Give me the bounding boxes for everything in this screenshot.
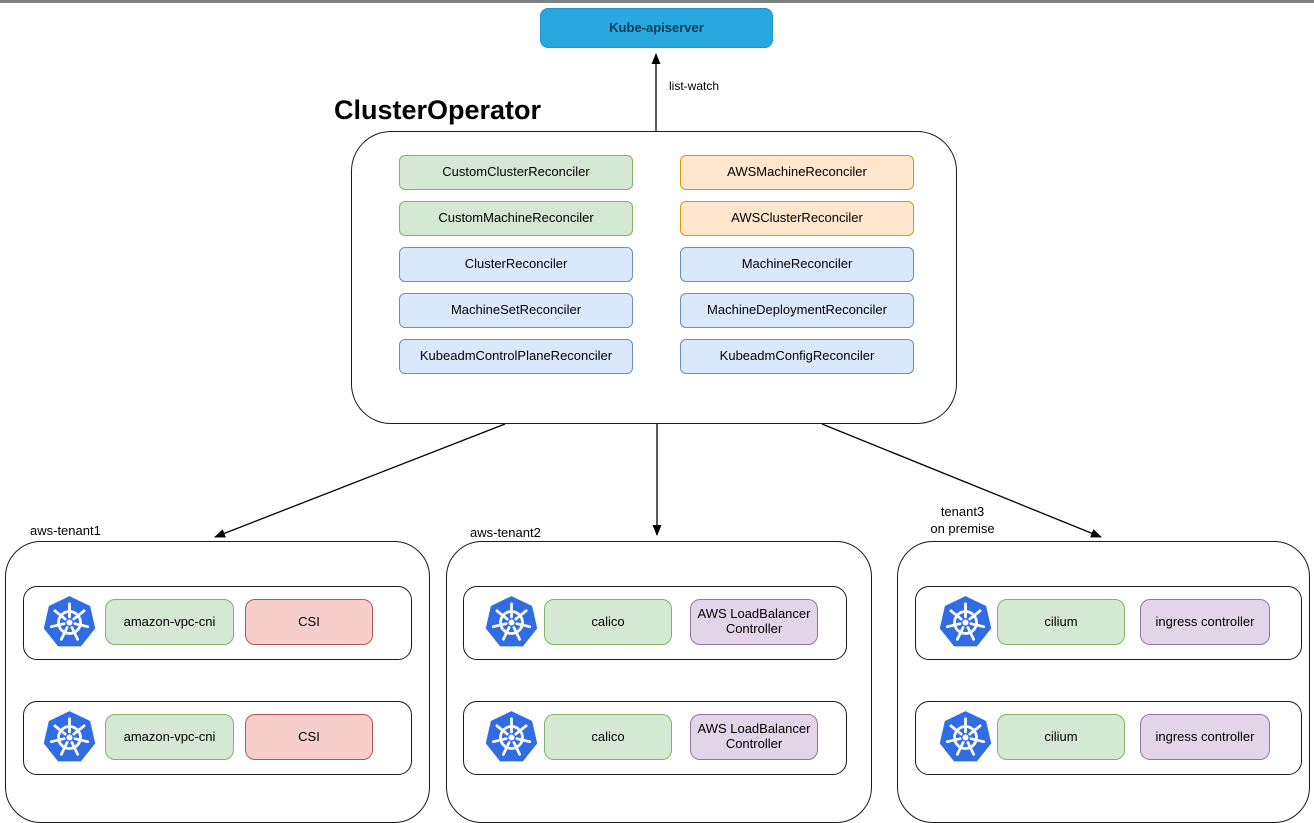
reconciler-cluster: ClusterReconciler: [399, 247, 633, 282]
reconciler-custom-machine: CustomMachineReconciler: [399, 201, 633, 236]
list-watch-label: list-watch: [669, 79, 720, 93]
cni-pill: amazon-vpc-cni: [105, 714, 234, 760]
addon-pill: CSI: [245, 714, 373, 760]
reconciler-kubeadm-config: KubeadmConfigReconciler: [680, 339, 914, 374]
reconciler-machine-deployment: MachineDeploymentReconciler: [680, 293, 914, 328]
kubernetes-icon: [939, 711, 992, 762]
cni-pill: calico: [544, 714, 672, 760]
tenant1-label: aws-tenant1: [30, 523, 101, 538]
cni-pill: cilium: [997, 714, 1125, 760]
tenant2-label: aws-tenant2: [470, 525, 541, 540]
addon-pill: ingress controller: [1140, 714, 1270, 760]
canvas-top-border: [0, 0, 1314, 3]
kubernetes-icon: [939, 596, 992, 647]
addon-pill: AWS LoadBalancer Controller: [690, 714, 818, 760]
reconciler-machineset: MachineSetReconciler: [399, 293, 633, 328]
kubernetes-icon: [485, 711, 538, 762]
tenant2-box: [446, 541, 872, 823]
arrow-operator-to-tenant1: [214, 423, 506, 538]
addon-pill: AWS LoadBalancer Controller: [690, 599, 818, 645]
tenant1-box: [5, 541, 430, 823]
reconciler-custom-cluster: CustomClusterReconciler: [399, 155, 633, 190]
tenant3-box: [897, 541, 1310, 823]
reconciler-aws-machine: AWSMachineReconciler: [680, 155, 914, 190]
cni-pill: cilium: [997, 599, 1125, 645]
reconciler-aws-cluster: AWSClusterReconciler: [680, 201, 914, 236]
reconciler-kubeadm-controlplane: KubeadmControlPlaneReconciler: [399, 339, 633, 374]
reconciler-machine: MachineReconciler: [680, 247, 914, 282]
kubernetes-icon: [43, 596, 96, 647]
addon-pill: CSI: [245, 599, 373, 645]
kubernetes-icon: [485, 596, 538, 647]
cni-pill: amazon-vpc-cni: [105, 599, 234, 645]
addon-pill: ingress controller: [1140, 599, 1270, 645]
tenant3-label: tenant3 on premise: [930, 504, 995, 536]
kubernetes-icon: [43, 711, 96, 762]
cni-pill: calico: [544, 599, 672, 645]
cluster-operator-title: ClusterOperator: [334, 95, 542, 125]
kube-apiserver-node: Kube-apiserver: [540, 8, 773, 48]
